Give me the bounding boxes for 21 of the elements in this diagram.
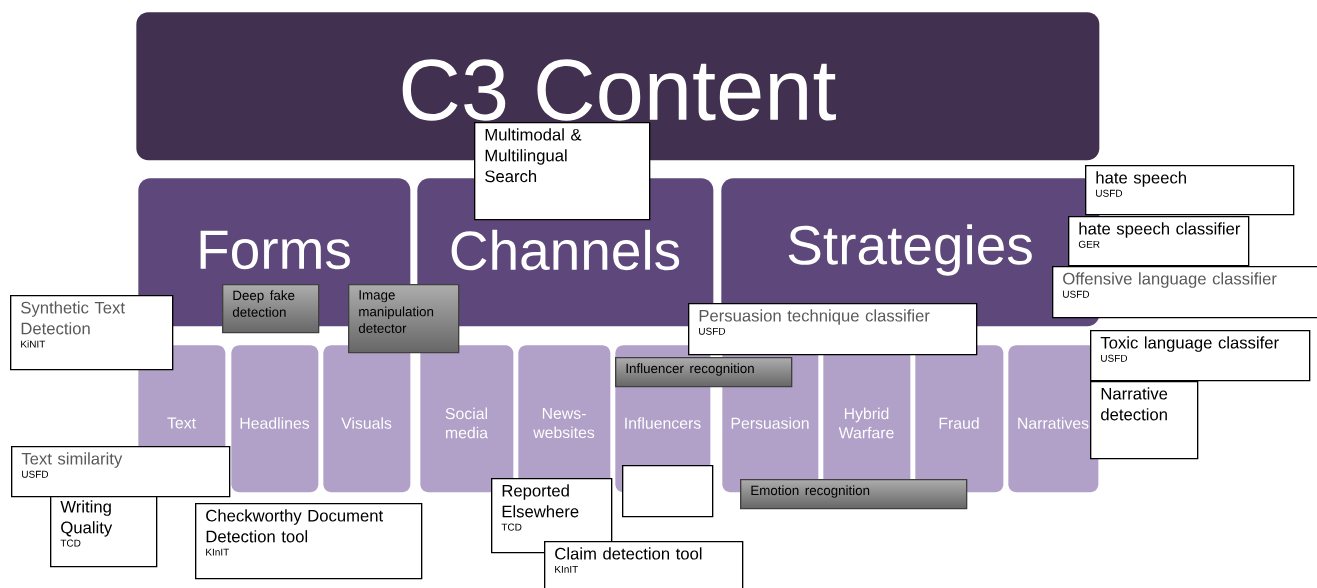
tool-box: Persuasion technique classifier USFD xyxy=(688,303,978,356)
subcategory-tile: Fraud xyxy=(915,345,1004,493)
tool-box: Text similarity USFD xyxy=(11,446,231,498)
subcategory-tile: Headlines xyxy=(231,345,319,493)
tool-box: Offensive language classifier USFD xyxy=(1052,266,1317,319)
subcategory-tile: Visuals xyxy=(323,345,411,493)
tool-box: Synthetic Text Detection KiNIT xyxy=(10,295,174,371)
tool-box: hate speech USFD xyxy=(1085,165,1295,216)
tool-box: Multimodal & Multilingual Search xyxy=(474,122,651,221)
tool-box: Narrative detection xyxy=(1090,381,1199,460)
tool-label: Image manipulation detector xyxy=(348,284,460,354)
tool-box: Toxic language classifer USFD xyxy=(1090,330,1311,382)
tool-box: Claim detection tool KInIT xyxy=(544,541,744,588)
tool-box: hate speech classifier GER xyxy=(1068,216,1250,267)
tool-label: Deep fake detection xyxy=(222,284,320,334)
tool-box: Writing Quality TCD xyxy=(50,494,158,568)
tool-label: Emotion recognition xyxy=(740,479,968,510)
tool-box: Checkworthy Document Detection tool KInIT xyxy=(195,503,423,580)
subcategory-tile: Narratives xyxy=(1008,345,1099,493)
tool-box xyxy=(622,465,714,518)
tool-label: Influencer recognition xyxy=(615,357,793,388)
